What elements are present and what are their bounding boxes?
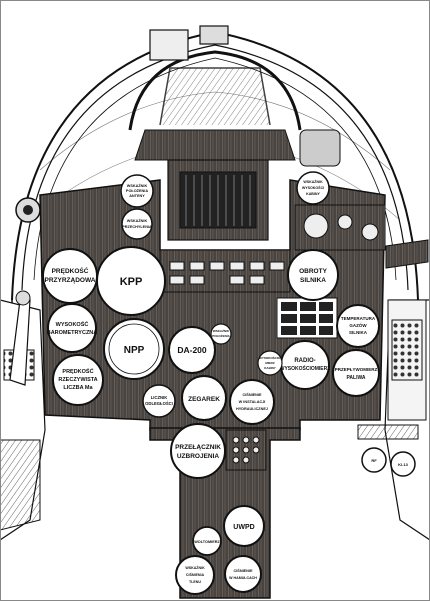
antenna-label-3: ANTENY	[129, 194, 145, 198]
radio-altimeter-gauge: RADIO- WYSOKOŚCIOMIERZ	[280, 340, 331, 390]
egt-label-1: TEMPERATURA	[341, 316, 376, 321]
clock-gauge: ZEGAREK	[181, 375, 227, 421]
cabin-altimeter-label-1: WYSOKOŚCIO-	[259, 355, 281, 360]
clock-label: ZEGAREK	[188, 396, 220, 403]
true-airspeed-label-1: PRĘDKOŚĆ	[62, 367, 93, 375]
fuel-flow-gauge: PRZEPŁYWOMIERZ PALIWA	[332, 349, 380, 397]
npp-label: NPP	[124, 345, 145, 356]
oxygen-label-3: TLENU	[189, 580, 201, 584]
antenna-label-1: WSKAŹNIK	[127, 183, 148, 188]
hydraulic-pressure-gauge: CIŚNIENIE W INSTALACJI HYDRAULICZNEJ	[229, 379, 275, 425]
true-airspeed-gauge: PRĘDKOŚĆ RZECZYWISTA LICZBA Ma	[52, 354, 104, 406]
switch-panel-right-top	[294, 204, 386, 251]
hydraulic-label-2: W INSTALACJI	[239, 400, 266, 404]
cabin-alt-label-3: KABINY	[306, 192, 320, 196]
egt-label-3: SILNIKA	[349, 330, 368, 335]
engine-rpm-gauge: OBROTY SILNIKA	[287, 249, 339, 301]
npp-gauge: NPP	[103, 318, 165, 380]
voltmeter-gauge: WOLTOMIERZ	[192, 526, 222, 556]
hydraulic-label-3: HYDRAULICZNEJ	[236, 407, 268, 411]
center-switch-cluster	[225, 429, 267, 471]
switch-panel-middle	[159, 249, 291, 293]
bank-indicator-gauge: WSKAŹNIK PRZECHYLENIA	[121, 208, 153, 240]
hydraulic-label-1: CIŚNIENIE	[243, 392, 262, 397]
altimeter-label-1: WYSOKOŚĆ	[56, 320, 89, 328]
radio-altimeter-label-1: RADIO-	[294, 358, 315, 364]
egt-label-2: GAZÓW	[349, 321, 367, 328]
uwpd-gauge: UWPD	[223, 505, 265, 547]
windscreen-frame	[128, 25, 302, 161]
da200-label: DA-200	[177, 345, 207, 355]
distance-label-2: ODLEGŁOŚCI	[145, 401, 173, 406]
uwpd-label: UWPD	[233, 524, 254, 531]
ki-label: KI-13	[398, 462, 409, 467]
position-label-1: WSKAŹNIK	[213, 328, 230, 333]
fuel-flow-label-2: PALIWA	[346, 375, 365, 381]
egt-gauge: TEMPERATURA GAZÓW SILNIKA	[336, 304, 380, 348]
position-indicator-gauge: WSKAŹNIK POŁOŻENIA	[210, 323, 232, 345]
distance-counter-gauge: LICZNIK ODLEGŁOŚCI	[142, 384, 176, 418]
cabin-altimeter-label-3: KABINY	[264, 366, 276, 370]
control-stick	[9, 290, 31, 386]
warning-lights	[276, 297, 338, 339]
bank-label-2: PRZECHYLENIA	[122, 225, 152, 229]
brake-label-2: W HAMULCACH	[229, 576, 257, 580]
cabin-alt-label-2: WYSOKOŚCI	[302, 185, 324, 190]
radio-altimeter-label-2: WYSOKOŚCIOMIERZ	[280, 365, 331, 372]
cabin-altitude-gauge: WSKAŹNIK WYSOKOŚCI KABINY	[296, 171, 330, 205]
cabin-alt-label-1: WSKAŹNIK	[303, 179, 323, 184]
armament-label-2: UZBROJENIA	[177, 453, 220, 460]
cabin-altimeter-label-2: MIERZ	[265, 361, 275, 365]
kpp-gauge: KPP	[96, 246, 166, 316]
altimeter-label-2: BAROMETRYCZNA	[47, 330, 98, 336]
right-lower-dials: RF KI-13	[357, 424, 419, 477]
bank-label-1: WSKAŹNIK	[127, 218, 148, 223]
kpp-label: KPP	[120, 276, 143, 288]
da200-gauge: DA-200	[168, 326, 216, 374]
airspeed-gauge: PRĘDKOŚĆ PRZYRZĄDOWA	[42, 248, 98, 304]
gunsight	[167, 129, 341, 241]
airspeed-label-2: PRZYRZĄDOWA	[45, 277, 96, 284]
position-label-2: POŁOŻENIA	[212, 333, 230, 338]
antenna-position-gauge: WSKAŹNIK POŁOŻENIA ANTENY	[120, 174, 154, 208]
right-console	[384, 239, 430, 541]
engine-rpm-label-1: OBROTY	[299, 268, 327, 275]
cabin-altimeter-gauge: WYSOKOŚCIO- MIERZ KABINY	[257, 350, 283, 376]
fuel-flow-label-1: PRZEPŁYWOMIERZ	[335, 367, 378, 372]
brake-label-1: CIŚNIENIE	[234, 568, 253, 573]
true-airspeed-label-2: RZECZYWISTA	[58, 377, 97, 383]
rf-label: RF	[371, 458, 377, 463]
altimeter-gauge: WYSOKOŚĆ BAROMETRYCZNA	[47, 303, 98, 353]
engine-rpm-label-2: SILNIKA	[300, 277, 326, 284]
airspeed-label-1: PRĘDKOŚĆ	[52, 266, 89, 275]
armament-switch-gauge: PRZEŁĄCZNIK UZBROJENIA	[170, 423, 226, 479]
oxygen-pressure-gauge: WSKAŹNIK CIŚNIENIA TLENU	[175, 555, 215, 595]
oxygen-label-1: WSKAŹNIK	[185, 565, 205, 570]
brake-pressure-gauge: CIŚNIENIE W HAMULCACH	[224, 555, 262, 593]
distance-label-1: LICZNIK	[151, 395, 168, 400]
oxygen-label-2: CIŚNIENIA	[186, 572, 205, 577]
true-airspeed-label-3: LICZBA Ma	[63, 385, 93, 391]
armament-label-1: PRZEŁĄCZNIK	[175, 444, 221, 451]
voltmeter-label: WOLTOMIERZ	[194, 540, 220, 544]
antenna-label-2: POŁOŻENIA	[126, 189, 148, 193]
